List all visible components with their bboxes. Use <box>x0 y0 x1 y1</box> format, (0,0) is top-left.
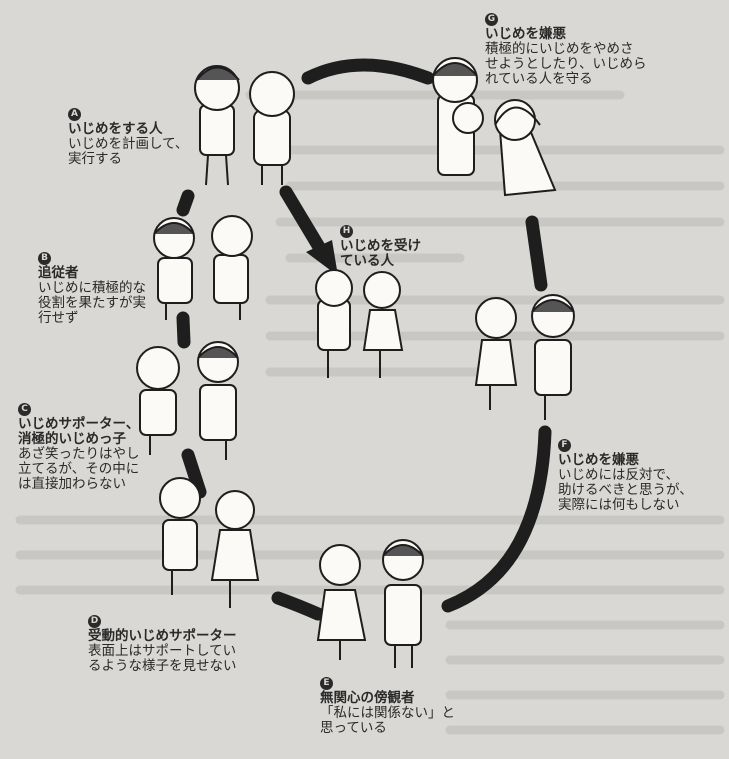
label-role-c: C いじめサポーター、 消極的いじめっ子 あざ笑ったりはやし 立てるが、その中に… <box>18 400 140 492</box>
cycle-path <box>176 58 552 621</box>
role-g-title: いじめを嫌悪 <box>485 26 566 42</box>
role-f-line-3: 実際には何もしない <box>558 497 680 513</box>
role-a-title: いじめをする人 <box>68 121 163 137</box>
figure-group-b <box>153 215 253 320</box>
role-b-line-2: 役割を果たすが実 <box>38 295 146 311</box>
role-f-line-2: 助けるべきと思うが、 <box>558 482 693 498</box>
role-a-line-1: いじめを計画して、 <box>68 136 189 152</box>
path-segment-b-c <box>176 311 191 349</box>
marker-e: E <box>320 677 333 690</box>
role-a-line-2: 実行する <box>68 151 122 167</box>
figure-group-d <box>159 477 260 608</box>
path-segment-g-f <box>525 215 548 292</box>
label-role-g: G いじめを嫌悪 積極的にいじめをやめさ せようとしたり、いじめら れている人を… <box>485 10 646 87</box>
label-role-e: E 無関心の傍観者 「私には関係ない」と 思っている <box>320 674 455 736</box>
marker-d: D <box>88 615 101 628</box>
role-d-line-1: 表面上はサポートしてい <box>88 643 237 659</box>
role-g-line-3: れている人を守る <box>485 71 593 87</box>
role-d-line-2: るような様子を見せない <box>88 658 237 674</box>
role-e-line-1: 「私には関係ない」と <box>320 705 455 721</box>
role-e-line-2: 思っている <box>320 720 387 736</box>
label-role-h: H いじめを受け ている人 <box>340 222 421 269</box>
role-h-title-2: ている人 <box>340 253 394 269</box>
role-f-line-1: いじめには反対で、 <box>558 467 679 483</box>
role-c-line-1: あざ笑ったりはやし <box>18 446 140 462</box>
role-c-line-3: は直接加わらない <box>18 476 126 492</box>
marker-a: A <box>68 108 81 121</box>
marker-g: G <box>485 13 498 26</box>
role-c-line-2: 立てるが、その中に <box>18 461 140 477</box>
path-segment-d-e <box>271 591 325 621</box>
path-segment-e-f <box>441 425 552 613</box>
marker-f: F <box>558 439 571 452</box>
path-segment-top <box>301 58 435 85</box>
role-b-title: 追従者 <box>38 265 79 281</box>
role-g-line-2: せようとしたり、いじめら <box>485 56 647 72</box>
label-role-a: A いじめをする人 いじめを計画して、 実行する <box>68 105 188 167</box>
figure-group-f <box>474 294 575 420</box>
figure-group-g <box>432 57 557 197</box>
marker-c: C <box>18 403 31 416</box>
arrow-shaft-to-h <box>279 185 329 259</box>
label-role-b: B 追従者 いじめに積極的な 役割を果たすが実 行せず <box>38 249 146 326</box>
arrow-head-to-h <box>306 240 338 276</box>
role-d-title: 受動的いじめサポーター <box>88 628 237 644</box>
marker-b: B <box>38 252 51 265</box>
role-e-title: 無関心の傍観者 <box>320 690 415 706</box>
role-f-title: いじめを嫌悪 <box>558 452 639 468</box>
label-role-f: F いじめを嫌悪 いじめには反対で、 助けるべきと思うが、 実際には何もしない <box>558 436 693 513</box>
role-c-title-2: 消極的いじめっ子 <box>18 431 126 447</box>
role-c-title: いじめサポーター、 <box>18 416 140 432</box>
figure-group-h <box>315 269 404 378</box>
figure-group-a <box>194 65 295 186</box>
marker-h: H <box>340 225 353 238</box>
role-g-line-1: 積極的にいじめをやめさ <box>485 41 634 57</box>
role-b-line-3: 行せず <box>38 310 79 326</box>
path-segment-c-d <box>181 448 207 499</box>
role-b-line-1: いじめに積極的な <box>38 280 146 296</box>
figure-group-c <box>136 341 239 460</box>
label-role-d: D 受動的いじめサポーター 表面上はサポートしてい るような様子を見せない <box>88 612 237 674</box>
role-h-title: いじめを受け <box>340 238 421 254</box>
path-segment-a-b <box>176 189 195 217</box>
figure-group-e <box>316 539 424 668</box>
